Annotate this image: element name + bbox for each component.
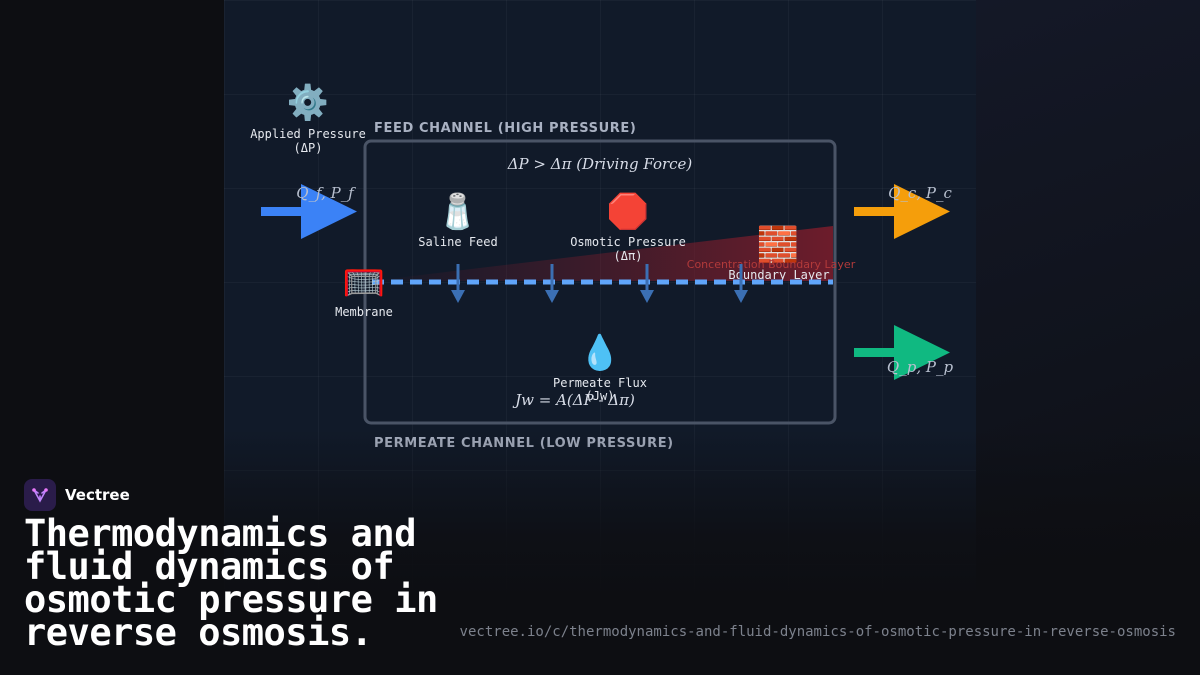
osmotic-pressure-symbol: (Δπ) [614,249,643,263]
page-url[interactable]: vectree.io/c/thermodynamics-and-fluid-dy… [459,624,1176,640]
saline-feed-label: Saline Feed [418,235,497,249]
brand-name: Vectree [65,486,130,504]
vessel-outline [363,139,837,425]
brand[interactable]: Vectree [24,479,130,511]
permeate-flux-label: Permeate Flux [553,376,647,390]
concentration-boundary-layer-label: Concentration Boundary Layer [687,258,856,271]
driving-force-label: ΔP > Δπ (Driving Force) [507,155,693,173]
flux-arrows [451,264,748,303]
feed-arrow-icon [301,184,357,239]
flux-arrow-head [451,290,465,303]
feed-flow-label: Q_f, P_f [296,184,356,202]
page-title: Thermodynamics and fluid dynamics of osm… [24,512,438,654]
membrane-label: Membrane [335,305,393,319]
permeate-channel-label: PERMEATE CHANNEL (LOW PRESSURE) [374,436,674,451]
permeate-flux-symbol: (Jw) [586,389,615,403]
concentration-boundary-layer [370,226,833,281]
permeate-flow-label: Q_p, P_p [887,358,954,376]
applied-pressure-label: Applied Pressure [250,127,366,141]
feed-channel-label: FEED CHANNEL (HIGH PRESSURE) [374,121,636,136]
boundary-layer-label: Boundary Layer [728,268,829,282]
flux-equation: Jw = A(ΔP - Δπ) [512,391,635,409]
stop-sign-icon: 🛑 [607,192,649,232]
brick-wall-icon: 🧱 [757,225,799,265]
concentrate-arrow-shaft [854,207,902,216]
concentrate-arrow-icon [894,184,950,239]
salt-shaker-icon: 🧂 [437,191,479,232]
vectree-logo-icon [24,479,56,511]
droplet-icon: 💧 [579,333,621,373]
concentrate-flow-label: Q_c, P_c [888,184,952,202]
gear-icon: ⚙️ [287,83,329,123]
feed-arrow-shaft [261,207,309,216]
flux-arrow-head [734,290,748,303]
permeate-arrow-icon [894,325,950,380]
flux-arrow-head [545,290,559,303]
osmotic-pressure-label: Osmotic Pressure [570,235,686,249]
flux-arrow-head [640,290,654,303]
applied-pressure-symbol: (ΔP) [294,141,323,155]
permeate-arrow-shaft [854,348,902,357]
goal-net-icon: 🥅 [343,263,385,303]
